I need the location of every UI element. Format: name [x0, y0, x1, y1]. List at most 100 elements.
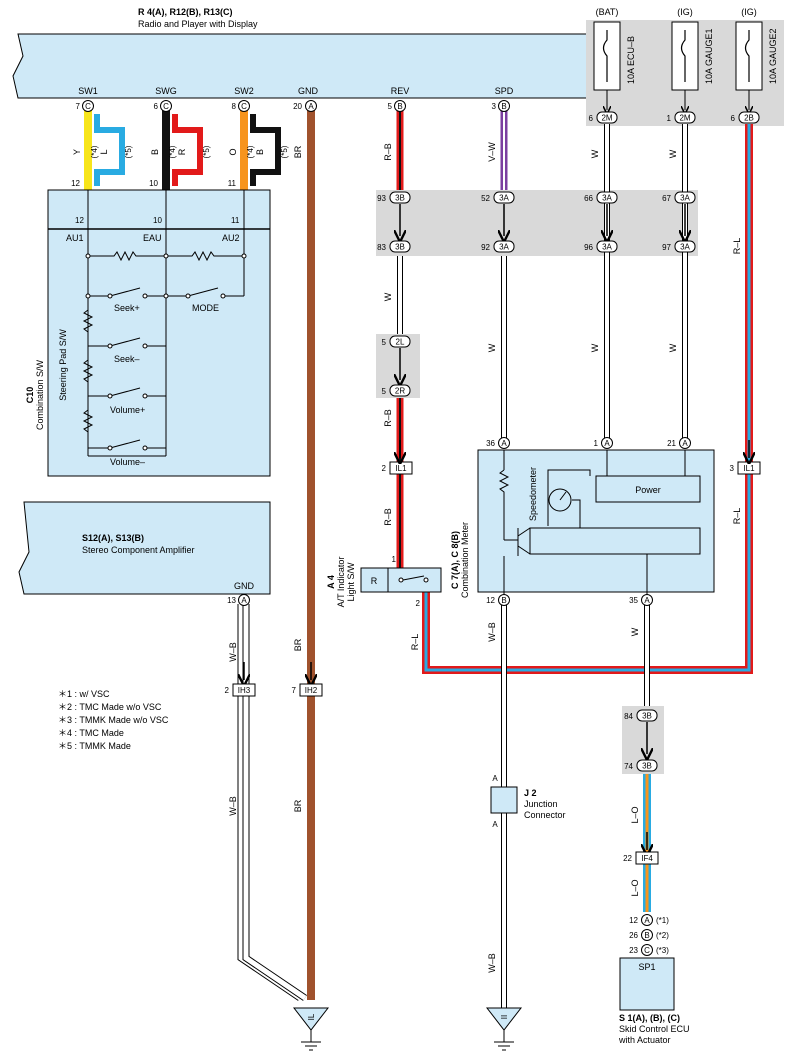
svg-text:67: 67 [662, 194, 671, 203]
radio-term-rev: REV [391, 86, 410, 96]
svg-text:22: 22 [623, 854, 632, 863]
amp-name: Stereo Component Amplifier [82, 545, 195, 555]
svg-text:A 4: A 4 [326, 575, 336, 589]
svg-text:(*2): (*2) [656, 931, 669, 940]
svg-text:W–B: W–B [487, 622, 497, 642]
svg-text:5: 5 [382, 338, 387, 347]
skid-control-ecu: A 12 (*1) B 26 (*2) C 23 (*3) SP1 S 1(A)… [618, 914, 690, 1045]
svg-text:BR: BR [293, 799, 303, 812]
svg-text:3B: 3B [395, 194, 405, 203]
junction-code: J 2 [524, 788, 537, 798]
svg-text:C: C [163, 102, 169, 111]
svg-text:3A: 3A [499, 243, 509, 252]
connector-ih: IH3 2 IH2 7 [225, 662, 323, 697]
note-3: ＊3 : TMMK Made w/o VSC [58, 715, 169, 725]
svg-text:B: B [644, 931, 649, 940]
svg-text:R–B: R–B [383, 409, 393, 427]
connector-il1-right: IL1 3 [730, 461, 761, 475]
svg-text:B: B [150, 149, 160, 155]
switch-seek-plus: Seek+ [114, 303, 140, 313]
meter-power: Power [635, 485, 661, 495]
svg-text:L: L [99, 149, 109, 154]
radio-code: R 4(A), R12(B), R13(C) [138, 7, 233, 17]
fuse3-pin: 6 [731, 114, 736, 123]
svg-text:(*5): (*5) [124, 145, 133, 158]
svg-text:V–W: V–W [487, 142, 497, 162]
svg-text:83: 83 [377, 243, 386, 252]
svg-text:IH3: IH3 [238, 686, 251, 695]
svg-text:A: A [604, 439, 610, 448]
fuse-gauge1: 10A GAUGE1 [671, 21, 714, 91]
svg-text:Light S/W: Light S/W [346, 562, 356, 602]
svg-text:Connector: Connector [524, 810, 566, 820]
jb-connectors: 3B 93 3B 83 3A 52 3A 92 3A 66 3A 96 [377, 191, 696, 253]
svg-text:12: 12 [486, 596, 495, 605]
connector-2l-2r: 2L 5 2R 5 [376, 334, 420, 398]
svg-text:(*4): (*4) [246, 145, 255, 158]
svg-text:A/T Indicator: A/T Indicator [336, 557, 346, 608]
svg-text:R–L: R–L [410, 634, 420, 651]
svg-text:2: 2 [225, 686, 230, 695]
radio-pin-sw2: 8 [232, 102, 237, 111]
wires [84, 110, 753, 1008]
svg-text:52: 52 [481, 194, 490, 203]
wire-labels-top: Y L (*4) (*5) B R (*4) (*5) O B (*4) (*5… [71, 142, 678, 188]
svg-text:W: W [590, 149, 600, 158]
svg-text:B: B [501, 102, 506, 111]
combination-sw-name: Combination S/W [35, 359, 45, 430]
fuse1-pin: 6 [589, 114, 594, 123]
svg-text:3B: 3B [642, 762, 652, 771]
ground-il: IL [292, 1007, 330, 1051]
combination-switch: 12 10 11 AU1 EAU AU2 [25, 189, 271, 477]
svg-text:B: B [397, 102, 402, 111]
svg-text:11: 11 [231, 216, 240, 225]
svg-text:IH2: IH2 [305, 686, 318, 695]
fuse-src-ig2: (IG) [741, 7, 757, 17]
svg-text:A: A [644, 916, 650, 925]
svg-text:26: 26 [629, 931, 638, 940]
svg-text:3A: 3A [680, 194, 690, 203]
meter-code: C 7(A), C 8(B) [450, 531, 460, 589]
jb-col-ecub: 3A 66 3A 96 [584, 191, 618, 253]
radio-term-sw1: SW1 [78, 86, 98, 96]
svg-text:Skid Control ECU: Skid Control ECU [619, 1024, 690, 1034]
svg-text:11: 11 [228, 179, 237, 188]
svg-text:GND: GND [234, 581, 255, 591]
svg-text:EAU: EAU [143, 233, 162, 243]
fuse-ecu-b-label: 10A ECU–B [626, 36, 636, 84]
fuse3-conn: 2B [744, 114, 754, 123]
fuse2-conn: 2M [679, 114, 690, 123]
svg-text:W: W [668, 149, 678, 158]
svg-text:12: 12 [75, 216, 84, 225]
svg-text:A: A [501, 439, 507, 448]
svg-text:3A: 3A [499, 194, 509, 203]
meter-speedometer: Speedometer [528, 467, 538, 521]
svg-text:36: 36 [486, 439, 495, 448]
svg-text:Y: Y [72, 149, 82, 155]
at-indicator-switch: R 1 2 A 4 A/T Indicator Light S/W [326, 555, 442, 608]
svg-text:BR: BR [293, 638, 303, 651]
svg-text:BR: BR [293, 145, 303, 158]
fuse-src-bat: (BAT) [596, 7, 619, 17]
svg-text:3A: 3A [680, 243, 690, 252]
svg-text:L–O: L–O [630, 879, 640, 896]
svg-text:SP1: SP1 [638, 962, 655, 972]
svg-text:AU2: AU2 [222, 233, 240, 243]
radio-term-swg: SWG [155, 86, 177, 96]
ground-ii: II [485, 1007, 523, 1051]
svg-text:AU1: AU1 [66, 233, 84, 243]
svg-text:W–B: W–B [228, 796, 238, 816]
jb-col-spd: 3A 52 3A 92 [481, 191, 515, 253]
svg-text:96: 96 [584, 243, 593, 252]
radio-pins: C 7 C 6 C 8 A 20 B 5 B 3 [76, 100, 510, 112]
svg-text:W: W [668, 343, 678, 352]
jb-bottom: 3B 84 3B 74 IF4 22 [622, 706, 664, 865]
svg-text:R–L: R–L [732, 238, 742, 255]
svg-text:IL: IL [307, 1013, 316, 1020]
svg-text:2: 2 [382, 464, 387, 473]
svg-text:O: O [228, 148, 238, 155]
svg-text:(*3): (*3) [656, 946, 669, 955]
svg-text:IL1: IL1 [743, 464, 755, 473]
radio-term-sw2: SW2 [234, 86, 254, 96]
